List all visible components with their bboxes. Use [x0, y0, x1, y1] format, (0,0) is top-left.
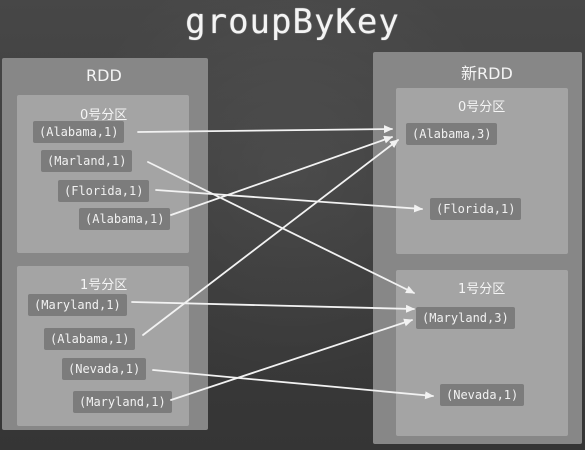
target-p1-record-2: (Nevada,1): [440, 384, 525, 406]
source-p1-record-2: (Alabama,1): [44, 328, 136, 350]
source-p1-record-1: (Maryland,1): [28, 294, 127, 316]
arrow-p1-maryland-to-maryland: [131, 301, 415, 313]
arrow-p0-alabama-to-alabama-2: [170, 135, 393, 216]
diagram-title: groupByKey: [185, 2, 400, 42]
target-partition-1-box: [396, 270, 568, 436]
target-p1-record-1: (Maryland,3): [416, 307, 515, 329]
arrow-p1-nevada-to-nevada: [152, 369, 434, 400]
source-partition-1-label: 1号分区: [80, 278, 128, 293]
target-p0-record-1: (Alabama,3): [406, 123, 498, 145]
target-p0-record-2: (Florida,1): [430, 198, 522, 220]
target-rdd-label: 新RDD: [461, 64, 513, 83]
arrow-p1-maryland-to-maryland-2: [170, 318, 413, 401]
arrow-p0-marland-to-maryland: [147, 161, 415, 294]
arrow-p1-alabama-to-alabama: [142, 139, 399, 336]
source-rdd-label: RDD: [86, 66, 122, 85]
source-p0-record-3: (Florida,1): [58, 180, 150, 202]
source-p1-record-3: (Nevada,1): [62, 358, 147, 380]
target-partition-0-box: [396, 88, 568, 254]
source-p1-record-4: (Maryland,1): [73, 391, 172, 413]
arrow-p0-florida-to-florida: [155, 189, 423, 213]
target-partition-1-label: 1号分区: [458, 282, 506, 297]
target-partition-0-label: 0号分区: [458, 100, 506, 115]
source-p0-record-4: (Alabama,1): [79, 208, 171, 230]
source-partition-0-label: 0号分区: [80, 108, 128, 123]
source-p0-record-2: (Marland,1): [41, 150, 133, 172]
arrow-p0-alabama-to-alabama: [137, 125, 393, 134]
source-p0-record-1: (Alabama,1): [33, 121, 125, 143]
